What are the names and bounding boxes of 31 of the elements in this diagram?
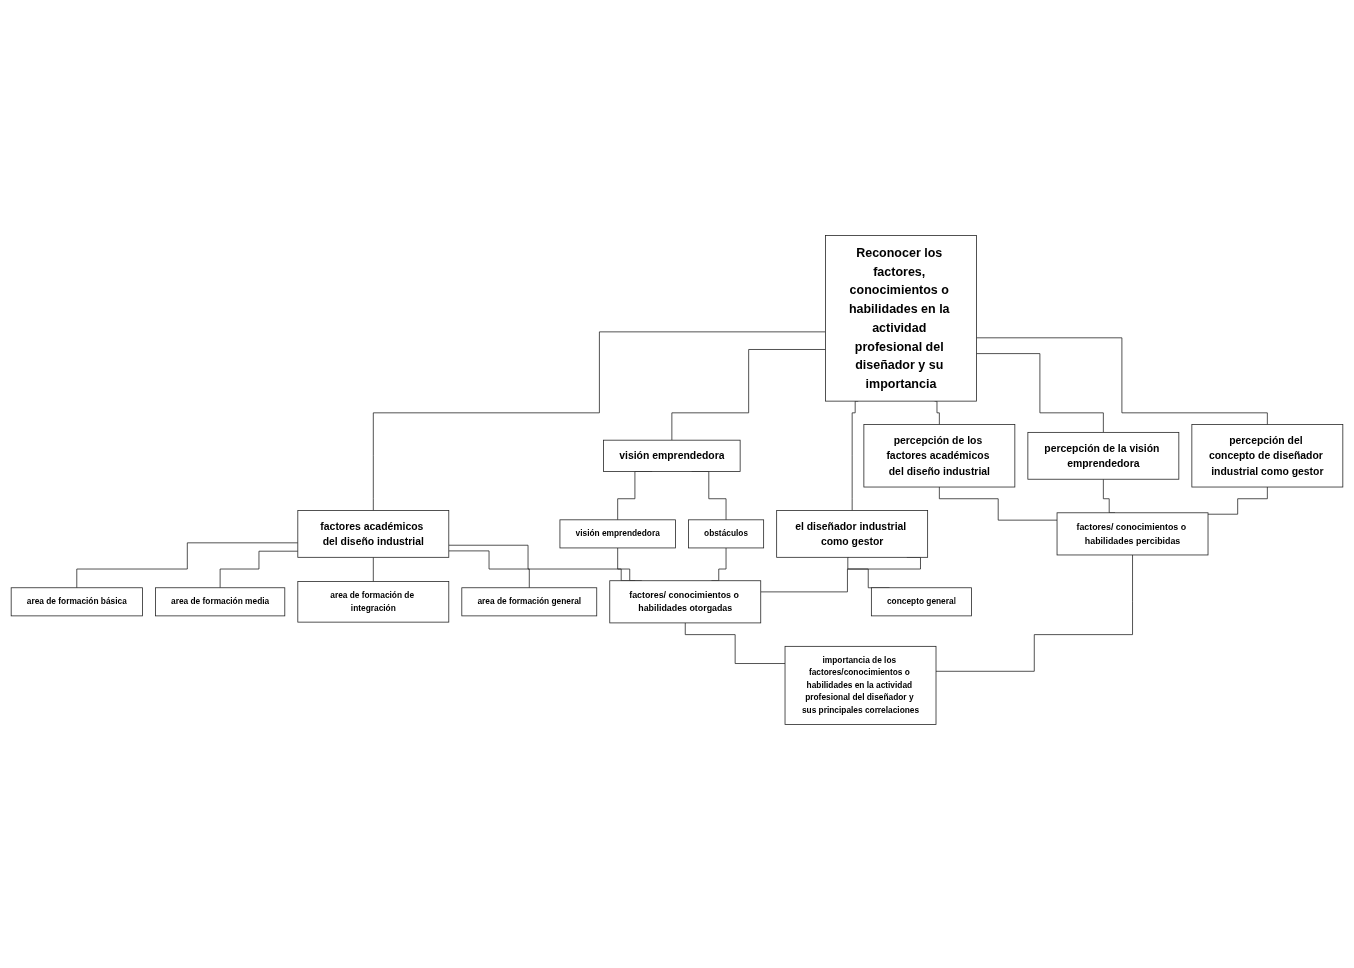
node-box: percepción del concepto de diseñador industrial como gestor [1191,424,1344,488]
node-box: visión emprendedora [559,519,676,549]
connector [976,337,1268,425]
connector [372,331,826,511]
node-box: factores/ conocimientos o habilidades otorgadas [609,580,762,624]
connector [934,400,940,425]
node-box: percepción de los factores académicos del diseño industrial [863,424,1016,488]
connector [1207,486,1268,515]
connector [76,542,299,589]
connector [219,550,299,589]
node-box: percepción de la visión emprendedora [1027,431,1180,480]
node-box: el diseñador industrial como gestor [776,510,929,558]
node-box: concepto general [870,587,972,617]
connector [976,353,1104,433]
node-box: importancia de los factores/conocimientos o habilidades en la actividad profesional del diseñador y sus principales correlaciones [784,645,937,725]
connector [935,554,1133,672]
node-box: visión emprendedora [603,439,741,472]
connector [372,556,374,582]
node-box: area de formación de integración [297,581,450,623]
node-box: area de formación general [461,587,598,617]
connector [938,486,1058,521]
connector [448,550,530,589]
connector [671,349,826,441]
node-box: area de formación media [155,587,286,617]
connector [851,400,859,511]
node-box: factores académicos del diseño industrial [297,510,450,558]
node-box: obstáculos [688,519,765,549]
connector [684,622,786,664]
node-box: factores/ conocimientos o habilidades percibidas [1056,512,1209,556]
node-box: Reconocer los factores, conocimientos o habilidades en la actividad profesional del diseñador y su importancia [825,235,977,402]
node-box: area de formación básica [10,587,143,617]
